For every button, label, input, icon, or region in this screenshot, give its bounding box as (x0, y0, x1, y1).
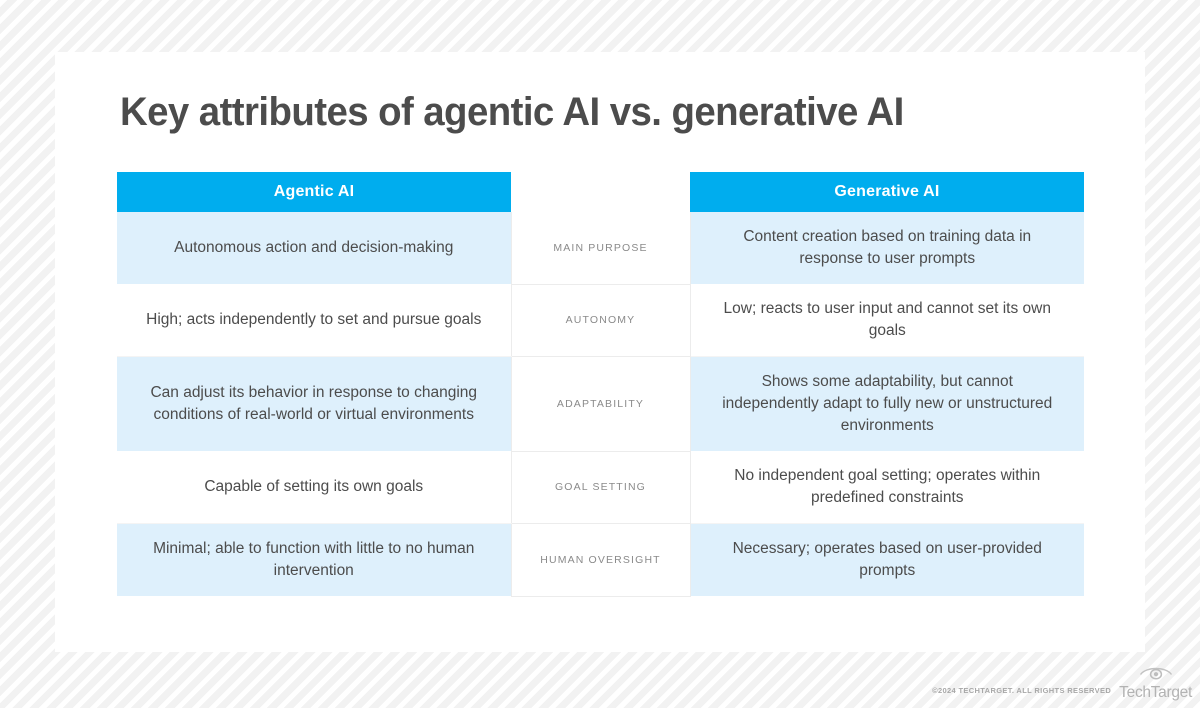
table-row: Capable of setting its own goals GOAL SE… (117, 451, 1084, 524)
cell-agentic-goal-setting: Capable of setting its own goals (117, 451, 511, 524)
cell-agentic-main-purpose: Autonomous action and decision-making (117, 212, 511, 284)
table-row: Can adjust its behavior in response to c… (117, 356, 1084, 452)
column-header-agentic-ai: Agentic AI (117, 172, 511, 212)
table-body: Autonomous action and decision-making MA… (117, 212, 1084, 597)
cell-generative-autonomy: Low; reacts to user input and cannot set… (690, 284, 1084, 357)
attribute-label-adaptability: ADAPTABILITY (510, 356, 691, 452)
techtarget-wordmark: TechTarget (1119, 683, 1192, 701)
attribute-label-goal-setting: GOAL SETTING (510, 451, 691, 524)
comparison-table: Agentic AI Generative AI Autonomous acti… (117, 172, 1084, 597)
cell-agentic-adaptability: Can adjust its behavior in response to c… (117, 356, 511, 451)
eye-icon (1139, 665, 1173, 684)
cell-generative-main-purpose: Content creation based on training data … (690, 212, 1084, 284)
table-header: Agentic AI Generative AI (117, 172, 1084, 212)
page-title: Key attributes of agentic AI vs. generat… (120, 90, 904, 134)
table-row: Minimal; able to function with little to… (117, 523, 1084, 597)
techtarget-logo: TechTarget (1119, 665, 1192, 701)
content-card: Key attributes of agentic AI vs. generat… (55, 52, 1145, 652)
cell-generative-adaptability: Shows some adaptability, but cannot inde… (690, 356, 1084, 451)
table-header-row: Agentic AI Generative AI (117, 172, 1084, 212)
table-row: High; acts independently to set and purs… (117, 284, 1084, 357)
column-header-generative-ai: Generative AI (690, 172, 1084, 212)
footer: ©2024 TECHTARGET. ALL RIGHTS RESERVED Te… (932, 665, 1192, 701)
attribute-label-human-oversight: HUMAN OVERSIGHT (510, 523, 691, 597)
column-header-attribute-spacer (511, 172, 690, 212)
cell-agentic-autonomy: High; acts independently to set and purs… (117, 284, 511, 357)
table-row: Autonomous action and decision-making MA… (117, 212, 1084, 285)
cell-generative-human-oversight: Necessary; operates based on user-provid… (690, 523, 1084, 596)
cell-generative-goal-setting: No independent goal setting; operates wi… (690, 451, 1084, 524)
attribute-label-autonomy: AUTONOMY (510, 284, 691, 357)
attribute-label-main-purpose: MAIN PURPOSE (510, 212, 691, 285)
cell-agentic-human-oversight: Minimal; able to function with little to… (117, 523, 511, 596)
copyright-text: ©2024 TECHTARGET. ALL RIGHTS RESERVED (932, 686, 1112, 695)
